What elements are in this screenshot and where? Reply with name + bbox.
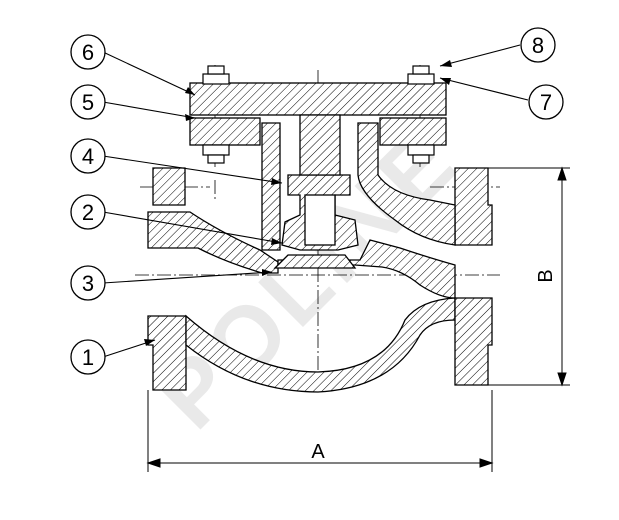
- dimension-a: [146, 390, 494, 472]
- dimension-a-label: A: [311, 441, 325, 463]
- cover: [189, 82, 447, 176]
- callout-circle: [528, 84, 564, 120]
- callout-7: 7: [528, 84, 564, 120]
- callout-number: 4: [82, 144, 94, 169]
- callout-2: 2: [70, 194, 106, 230]
- callout-circle: [70, 265, 106, 301]
- callout-number: 7: [540, 90, 552, 115]
- callout-circle: [70, 194, 106, 230]
- callout-6: 6: [70, 34, 106, 70]
- callout-circle: [70, 339, 106, 375]
- callout-1: 1: [70, 339, 106, 375]
- callout-circle: [70, 84, 106, 120]
- callout-3: 3: [70, 265, 106, 301]
- callout-number: 3: [82, 271, 94, 296]
- valve-body: [147, 122, 493, 393]
- callout-8: 8: [520, 27, 556, 63]
- disc-assembly: [273, 174, 359, 269]
- dimension-b: [488, 166, 570, 387]
- callout-circle: [70, 34, 106, 70]
- callout-4: 4: [70, 138, 106, 174]
- callout-circle: [520, 27, 556, 63]
- dimension-b-label: B: [535, 269, 557, 282]
- callout-circle: [70, 138, 106, 174]
- callout-number: 5: [82, 90, 94, 115]
- callout-number: 6: [82, 40, 94, 65]
- callouts: 1 2 3 4 5 6 7 8: [70, 27, 564, 375]
- bolts: [202, 65, 435, 164]
- callout-number: 1: [82, 345, 94, 370]
- callout-number: 2: [82, 200, 94, 225]
- leader-lines: [102, 44, 529, 358]
- callout-5: 5: [70, 84, 106, 120]
- leader-arrows: [144, 60, 452, 346]
- callout-number: 8: [532, 33, 544, 58]
